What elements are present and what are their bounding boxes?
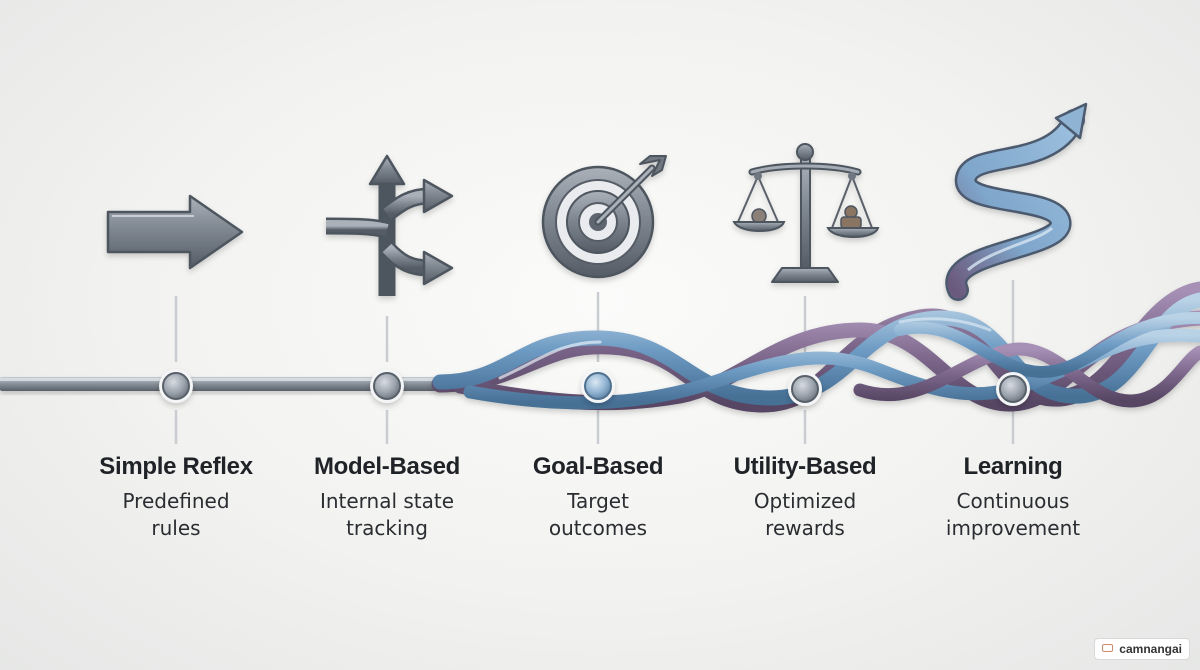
spiral-up-arrow-icon — [945, 102, 1088, 301]
braided-strands — [431, 281, 1200, 413]
folder-icon — [1102, 644, 1114, 652]
balance-scale-icon — [732, 143, 880, 283]
timeline-rail — [0, 377, 470, 391]
stage-label-learning: Learning Continuous improvement — [903, 452, 1123, 542]
timeline-node — [159, 369, 193, 403]
stage-title: Model-Based — [313, 453, 461, 480]
connector-lines — [174, 280, 1015, 444]
stage-label-utility-based: Utility-Based Optimized rewards — [695, 452, 915, 542]
branching-arrows-icon — [325, 154, 454, 296]
watermark-text: camnangai — [1119, 642, 1182, 656]
timeline-node — [788, 372, 822, 406]
watermark-badge: camnangai — [1094, 638, 1190, 660]
stage-title: Utility-Based — [733, 453, 877, 480]
stage-title: Goal-Based — [532, 453, 664, 480]
timeline-node — [370, 369, 404, 403]
stage-label-goal-based: Goal-Based Target outcomes — [488, 452, 708, 542]
stage-title: Learning — [963, 453, 1063, 480]
timeline-nodes — [159, 369, 1030, 406]
stage-description: Target outcomes — [548, 489, 648, 540]
timeline-node — [996, 372, 1030, 406]
stage-description: Optimized rewards — [753, 489, 857, 540]
stage-label-model-based: Model-Based Internal state tracking — [277, 452, 497, 542]
right-arrow-icon — [106, 194, 244, 270]
target-dart-icon — [541, 155, 667, 279]
stage-description: Continuous improvement — [945, 489, 1081, 540]
stage-title: Simple Reflex — [99, 453, 253, 480]
timeline-node — [581, 369, 615, 403]
stage-description: Predefined rules — [122, 489, 230, 540]
stage-label-simple-reflex: Simple Reflex Predefined rules — [66, 452, 286, 542]
stage-description: Internal state tracking — [319, 489, 455, 540]
